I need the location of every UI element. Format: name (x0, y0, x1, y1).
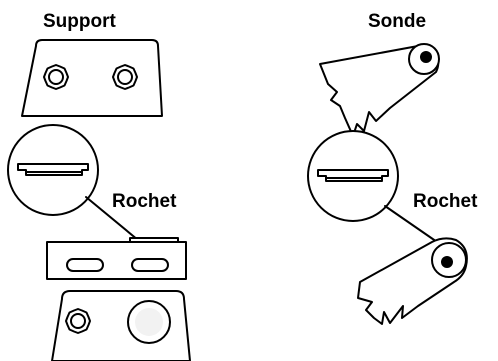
sonde-probe (319, 43, 440, 137)
support-plate (21, 39, 163, 117)
nut-icon (65, 308, 91, 334)
ratchet-magnifier-right (307, 130, 399, 222)
leader-line-left (85, 196, 139, 241)
ratchet-part-left (46, 237, 187, 280)
label-rochet-left: Rochet (112, 191, 177, 212)
nut-icon (43, 64, 69, 90)
leader-line-right (384, 205, 441, 245)
nut-icon (112, 64, 138, 90)
ratchet-magnifier-left (7, 124, 99, 216)
lower-probe (357, 237, 468, 325)
label-rochet-right: Rochet (413, 191, 478, 212)
label-support: Support (43, 11, 116, 32)
label-sonde: Sonde (368, 11, 426, 32)
lower-plate (51, 290, 191, 361)
